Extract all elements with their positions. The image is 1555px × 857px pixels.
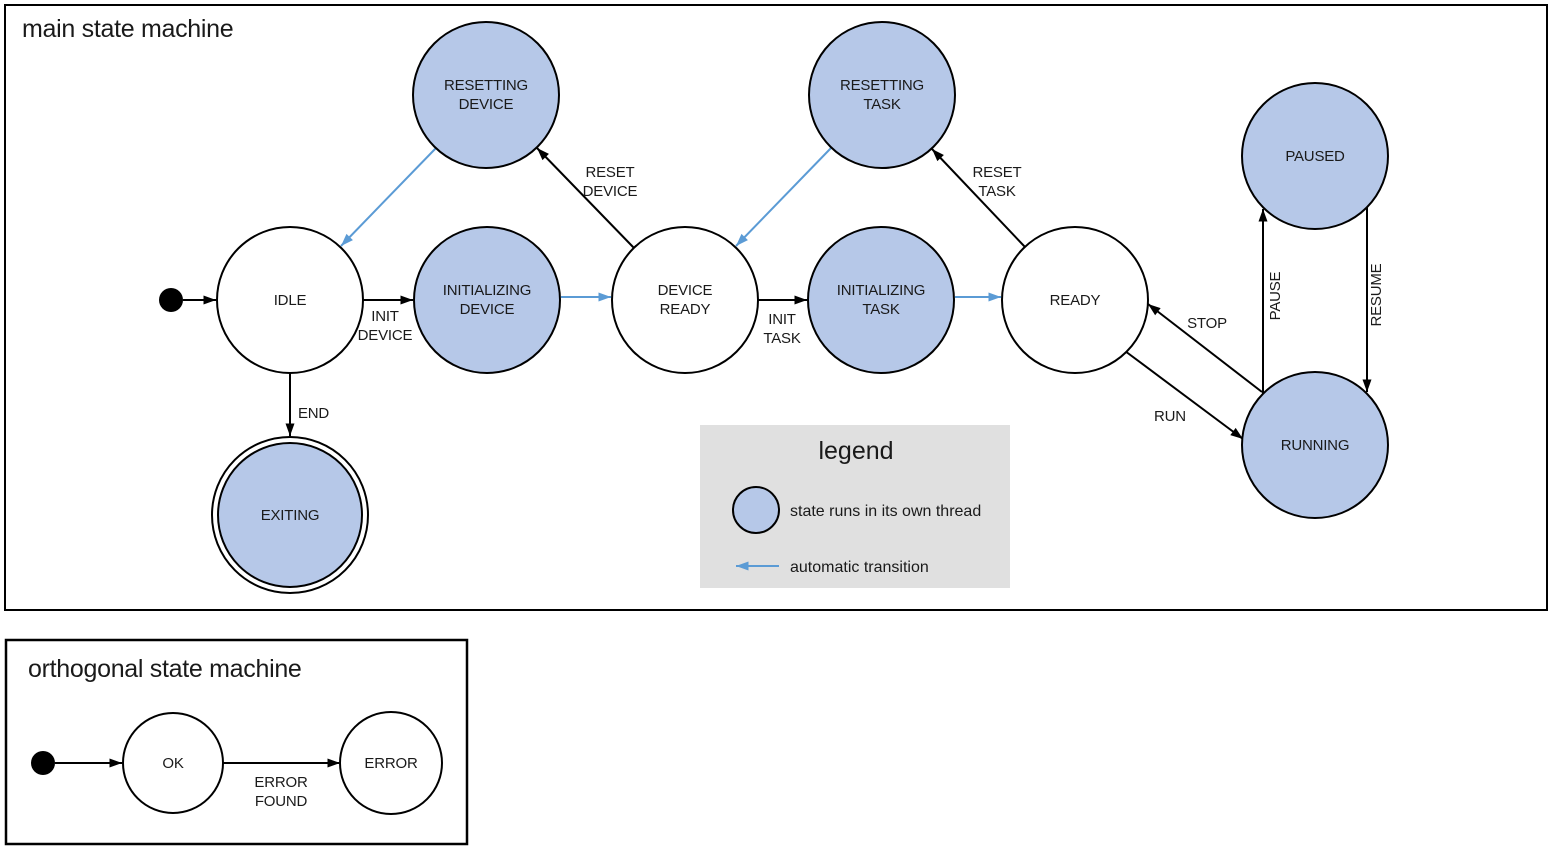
state-paused [1241,82,1389,230]
state-label-initializing-device-line2: DEVICE [460,301,515,318]
legend: legend state runs in its own thread auto… [700,425,1010,588]
state-initializing-device [413,226,561,374]
edge-auto-resetting-device-to-idle [340,147,437,247]
edge-label-error-found-line2: FOUND [255,793,308,810]
state-resetting-task [808,21,956,169]
state-label-exiting: EXITING [261,507,320,524]
state-ok [122,712,224,814]
main-state-machine-title: main state machine [22,15,233,43]
edge-label-end: END [298,405,329,422]
edge-label-run: RUN [1154,408,1186,425]
state-label-paused: PAUSED [1285,148,1345,165]
state-ready [1001,226,1149,374]
main-state-machine: main state machine RESETTING DEVICE [4,4,1548,611]
state-label-error: ERROR [364,755,418,772]
edge-auto-resetting-task-to-device-ready [735,147,832,247]
state-label-ready: READY [1050,292,1101,309]
orthogonal-state-machine-title: orthogonal state machine [28,655,302,683]
edge-ready-to-resetting-task [931,148,1026,248]
state-label-resetting-task-line1: RESETTING [840,77,924,94]
state-label-ok: OK [162,755,183,772]
state-label-device-ready-line1: DEVICE [658,282,713,299]
start-dot-main [159,288,183,312]
state-label-device-ready-line2: READY [660,301,711,318]
edge-label-init-device-line2: DEVICE [358,327,413,344]
state-label-resetting-device-line1: RESETTING [444,77,528,94]
state-label-resetting-task-line2: TASK [863,96,900,113]
legend-title: legend [818,437,893,465]
edge-label-error-found-line1: ERROR [254,774,308,791]
state-label-running: RUNNING [1281,437,1350,454]
edge-label-reset-task-line2: TASK [978,183,1015,200]
edge-label-init-task-line1: INIT [768,311,796,328]
edge-label-reset-device-line1: RESET [585,164,634,181]
legend-auto-transition-label: automatic transition [790,559,929,576]
edge-label-init-device-line1: INIT [371,308,399,325]
state-label-initializing-task-line1: INITIALIZING [837,282,925,299]
edge-running-to-ready [1147,303,1263,393]
start-dot-orthogonal [31,751,55,775]
edge-label-pause: PAUSE [1267,271,1284,320]
edge-ready-to-running [1124,350,1244,440]
legend-threaded-state-sample [732,486,780,534]
state-idle [216,226,364,374]
state-label-initializing-task-line2: TASK [862,301,899,318]
state-error [339,711,443,815]
state-device-ready [611,226,759,374]
edge-label-reset-task-line1: RESET [972,164,1021,181]
orthogonal-state-machine: orthogonal state machine OK ERROR ERROR … [4,638,469,846]
state-label-initializing-device-line1: INITIALIZING [443,282,531,299]
state-resetting-device [412,21,560,169]
legend-threaded-state-label: state runs in its own thread [790,503,981,520]
state-label-idle: IDLE [274,292,307,309]
final-state-exiting-inner [217,442,363,588]
edge-label-resume: RESUME [1368,263,1385,326]
state-label-resetting-device-line2: DEVICE [459,96,514,113]
state-running [1241,371,1389,519]
edge-label-init-task-line2: TASK [763,330,800,347]
state-initializing-task [807,226,955,374]
edge-label-stop: STOP [1187,315,1227,332]
edge-label-reset-device-line2: DEVICE [583,183,638,200]
edge-device-ready-to-resetting-device [536,147,635,249]
